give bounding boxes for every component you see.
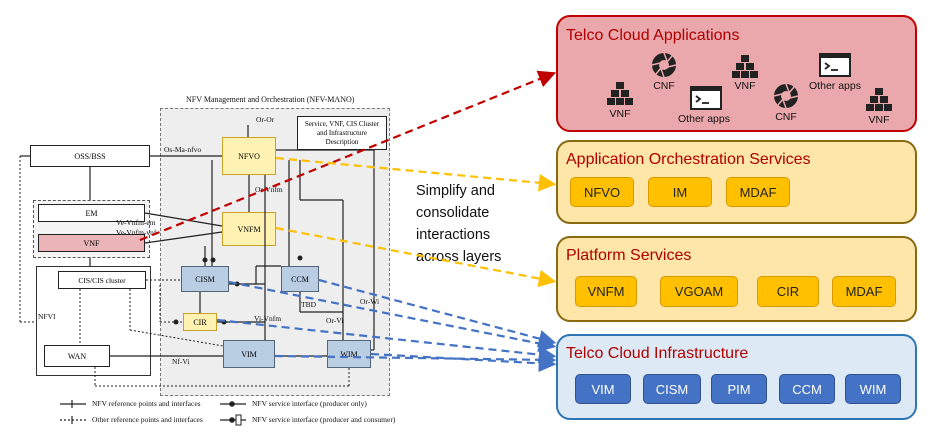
wim-box: WIM	[327, 340, 371, 368]
tbd-label: TBD	[301, 300, 316, 309]
chip-vim: VIM	[575, 374, 631, 404]
legend-other-ref: Other reference points and interfaces	[92, 415, 203, 424]
chip-wim: WIM	[845, 374, 901, 404]
arrow-vnf-to-apps	[139, 70, 557, 242]
chip-im: IM	[648, 177, 712, 207]
nfvi-label: NFVI	[38, 312, 56, 321]
nfvo-box: NFVO	[222, 137, 276, 175]
cnf-icon	[651, 52, 677, 78]
or-or-label: Or-Or	[256, 115, 275, 124]
app-label-other-apps-1: Other apps	[678, 113, 730, 125]
chip-cir: CIR	[757, 276, 819, 307]
arrow-vnfm-to-platform	[275, 226, 557, 288]
telco-cloud-applications-panel	[556, 15, 917, 132]
apps-title: Telco Cloud Applications	[566, 27, 740, 44]
infrastructure-title: Telco Cloud Infrastructure	[566, 345, 749, 362]
other-apps-icon	[819, 53, 851, 77]
chip-cism: CISM	[643, 374, 701, 404]
chip-mdaf-platform: MDAF	[832, 276, 896, 307]
vi-vnfm-label: Vi-Vnfm	[254, 314, 282, 323]
cnf-icon	[773, 83, 799, 109]
oss-bss-box: OSS/BSS	[30, 145, 150, 167]
chip-ccm: CCM	[779, 374, 835, 404]
vnf-icon	[866, 88, 892, 111]
vim-box: VIM	[223, 340, 275, 368]
cis-cluster-box: CIS/CIS cluster	[58, 271, 146, 289]
ccm-box: CCM	[281, 266, 319, 292]
ve-vnfm-vnf-label: Ve-Vnfm-vnf	[116, 228, 157, 237]
vnf-icon	[607, 82, 633, 105]
chip-mdaf: MDAF	[726, 177, 790, 207]
cir-box: CIR	[183, 313, 217, 331]
arrow-cir-to-infra	[216, 318, 557, 364]
arrow-cism-to-infra	[228, 280, 557, 353]
app-label-cnf-2: CNF	[775, 111, 797, 123]
orchestration-title: Application Orchestration Services	[566, 151, 811, 168]
app-label-vnf-1: VNF	[609, 108, 631, 120]
or-vnfm-label: Or-Vnfm	[255, 185, 283, 194]
platform-title: Platform Services	[566, 247, 692, 264]
os-ma-nfvo-label: Os-Ma-nfvo	[164, 145, 202, 154]
other-apps-icon	[690, 86, 722, 110]
arrow-wim-to-infra	[370, 352, 557, 373]
ve-vnfm-em-label: Ve-Vnfm-em	[116, 218, 156, 227]
em-box: EM	[38, 204, 145, 222]
arrow-ccm-to-infra	[318, 278, 557, 348]
or-vi-label: Or-Vi	[326, 316, 344, 325]
legend-producer-consumer: NFV service interface (producer and cons…	[252, 415, 396, 424]
app-label-cnf-1: CNF	[653, 80, 675, 92]
nf-vi-label: Nf-Vi	[172, 357, 190, 366]
caption-line-3: interactions	[416, 227, 491, 243]
vnf-icon	[732, 55, 758, 78]
cism-box: CISM	[181, 266, 229, 292]
simplify-caption: Simplify and consolidate interactions ac…	[416, 180, 501, 268]
caption-line-1: Simplify and	[416, 183, 495, 199]
chip-vgoam: VGOAM	[660, 276, 738, 307]
caption-line-2: consolidate	[416, 205, 490, 221]
chip-pim: PIM	[711, 374, 767, 404]
arrow-vim-to-infra	[274, 351, 557, 369]
app-label-other-apps-2: Other apps	[809, 80, 861, 92]
vnfm-box: VNFM	[222, 212, 276, 246]
caption-line-4: across layers	[416, 249, 502, 265]
or-wi-label: Or-Wi	[360, 297, 380, 306]
arrow-nfvo-to-orchestration	[275, 156, 557, 192]
vnf-box: VNF	[38, 234, 145, 252]
app-label-vnf-3: VNF	[868, 114, 890, 126]
legend-producer-only: NFV service interface (producer only)	[252, 399, 367, 408]
wan-box: WAN	[44, 345, 110, 367]
chip-vnfm: VNFM	[575, 276, 637, 307]
app-label-vnf-2: VNF	[734, 80, 756, 92]
legend-nfv-ref: NFV reference points and interfaces	[92, 399, 201, 408]
chip-nfvo: NFVO	[570, 177, 634, 207]
mano-title: NFV Management and Orchestration (NFV-MA…	[186, 95, 355, 104]
